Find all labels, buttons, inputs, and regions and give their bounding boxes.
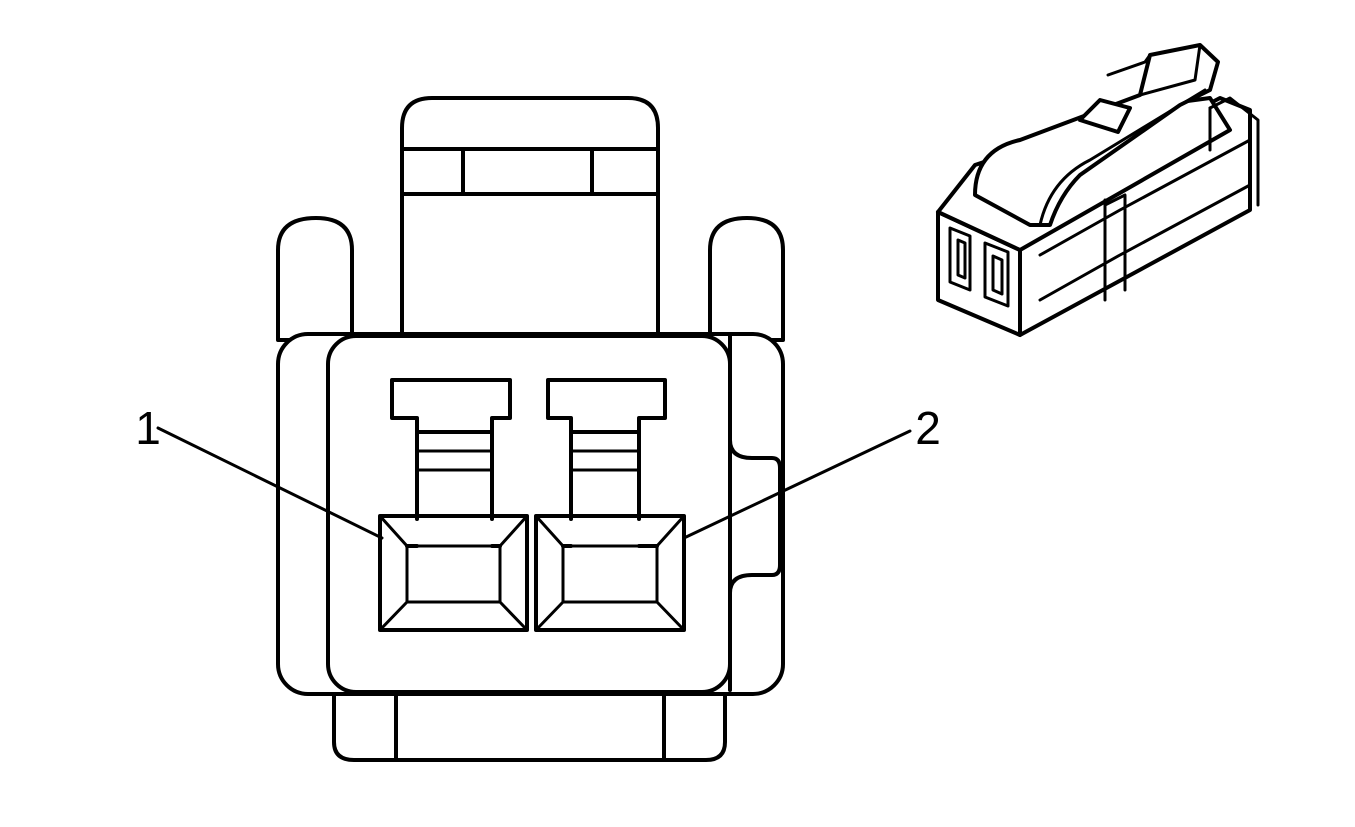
right-ear (708, 216, 785, 342)
iso-cavity-2 (983, 241, 1010, 308)
connector-face-view: 1 2 (135, 96, 941, 762)
top-lock-tab (400, 96, 660, 340)
terminal-cavity-1 (378, 378, 529, 632)
callout-leader-2 (682, 429, 912, 540)
connector-isometric-view (936, 43, 1260, 337)
keying-notch (728, 334, 782, 692)
iso-cavity-1 (948, 226, 972, 292)
terminal-cavity-2 (534, 378, 686, 632)
callout-leader-1 (156, 426, 384, 540)
left-ear (276, 216, 354, 342)
callout-label-2: 2 (915, 402, 941, 454)
callout-label-1: 1 (135, 402, 161, 454)
bottom-foot (332, 680, 727, 762)
